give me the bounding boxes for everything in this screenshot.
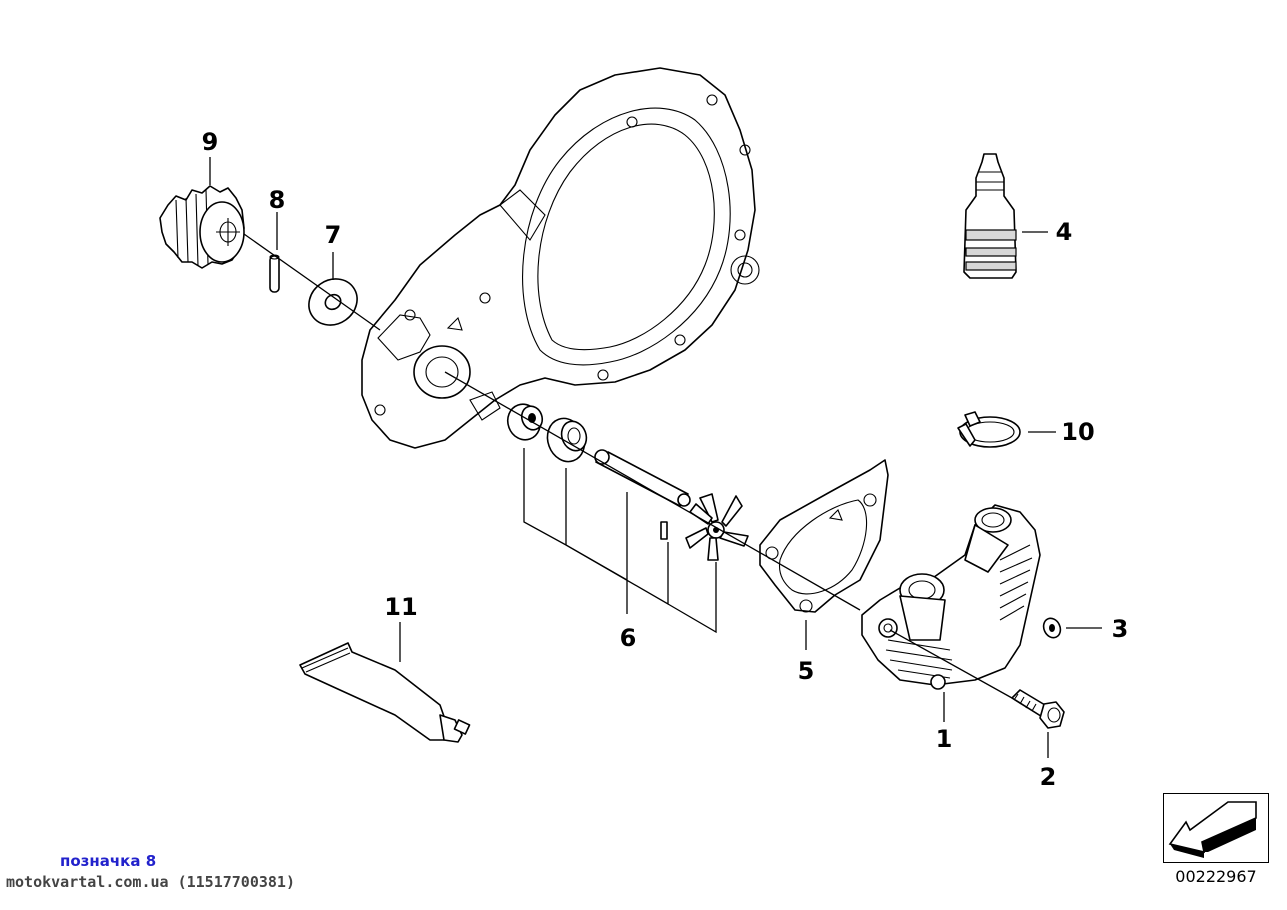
callout-6: 6: [620, 624, 637, 652]
callout-3: 3: [1112, 615, 1129, 643]
sealant-bottle-part: [963, 153, 1017, 279]
callout-numbers: 1 2 3 4 5 6 7 8 9 10 11: [202, 128, 1129, 791]
arrow-down-left-icon: [1168, 801, 1257, 858]
impeller-part: [685, 493, 749, 561]
key-part: [660, 521, 668, 540]
engine-cover: [361, 67, 760, 449]
seal-ring-part: [506, 403, 544, 441]
bolt-part: [1011, 689, 1065, 729]
callout-2: 2: [1040, 763, 1057, 791]
leader-gear-axis: [243, 233, 381, 331]
reference-number: 00222967: [1175, 867, 1257, 886]
pump-shaft-part: [594, 449, 691, 507]
gasket-part: [759, 459, 889, 613]
bearing-part: [546, 417, 588, 463]
callout-10: 10: [1061, 418, 1094, 446]
leader-bolt-axis: [889, 629, 1013, 699]
leader-shaft-axis: [444, 371, 861, 611]
callout-9: 9: [202, 128, 219, 156]
sealant-tube-part: [299, 642, 471, 743]
small-washer-part: [1042, 617, 1062, 639]
hose-clamp-part: [957, 411, 1021, 448]
caption-source: motokvartal.com.ua (11517700381): [6, 873, 295, 891]
leader-lines: [209, 157, 1102, 758]
callout-8: 8: [269, 186, 286, 214]
callout-7: 7: [325, 221, 342, 249]
callout-5: 5: [798, 657, 815, 685]
callout-1: 1: [936, 725, 953, 753]
callout-11: 11: [384, 593, 417, 621]
leader-6-bracket: [523, 448, 717, 634]
pump-housing-part: [861, 504, 1041, 690]
callout-4: 4: [1056, 218, 1073, 246]
pin-part: [269, 254, 280, 293]
washer-part: [308, 278, 358, 326]
caption-note: позначка 8: [60, 852, 157, 870]
reference-box: [1163, 793, 1269, 863]
gear-part: [159, 185, 245, 269]
